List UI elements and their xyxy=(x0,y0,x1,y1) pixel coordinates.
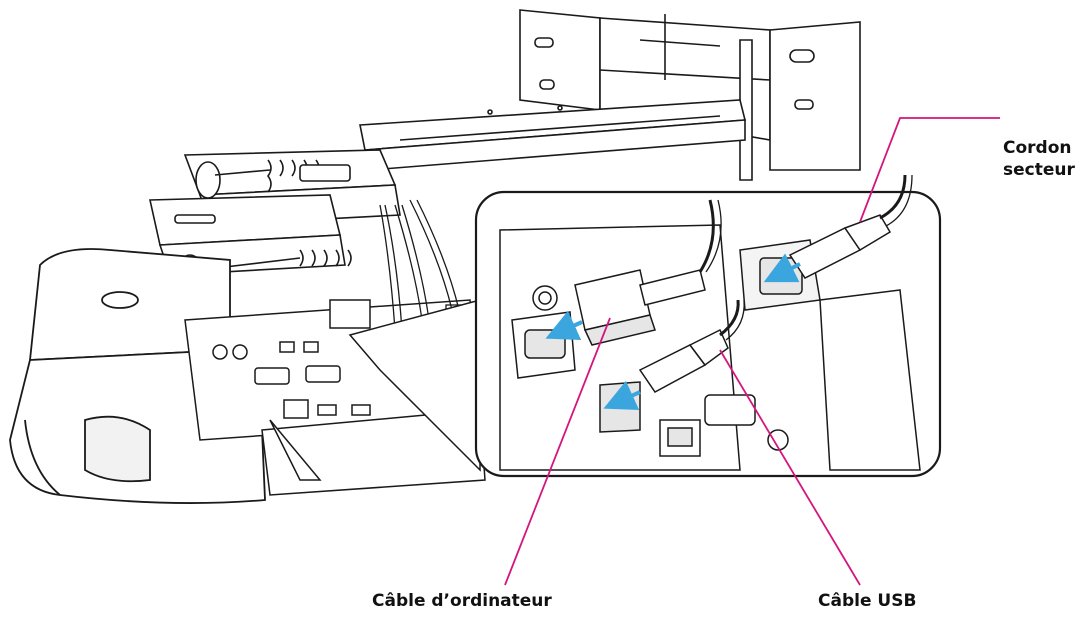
leader-computer-cable xyxy=(504,317,611,586)
leader-power-cord xyxy=(859,117,1000,223)
leader-usb-cable xyxy=(719,349,861,586)
insertion-arrows xyxy=(545,253,801,410)
projector-rear-panel xyxy=(184,299,486,496)
label-computer-cable: Câble d’ordinateur xyxy=(372,591,552,611)
label-power-cord-line2: secteur xyxy=(1003,160,1075,180)
zoom-inset xyxy=(348,174,942,478)
extension-arm xyxy=(359,99,747,171)
usb-plug xyxy=(638,299,745,393)
power-plug xyxy=(788,174,913,279)
cable-bundle xyxy=(379,199,465,356)
label-usb-cable: Câble USB xyxy=(818,591,917,611)
label-power-cord: Cordon secteur xyxy=(1003,137,1075,181)
label-power-cord-line1: Cordon xyxy=(1003,138,1072,158)
leader-lines xyxy=(504,117,1000,586)
